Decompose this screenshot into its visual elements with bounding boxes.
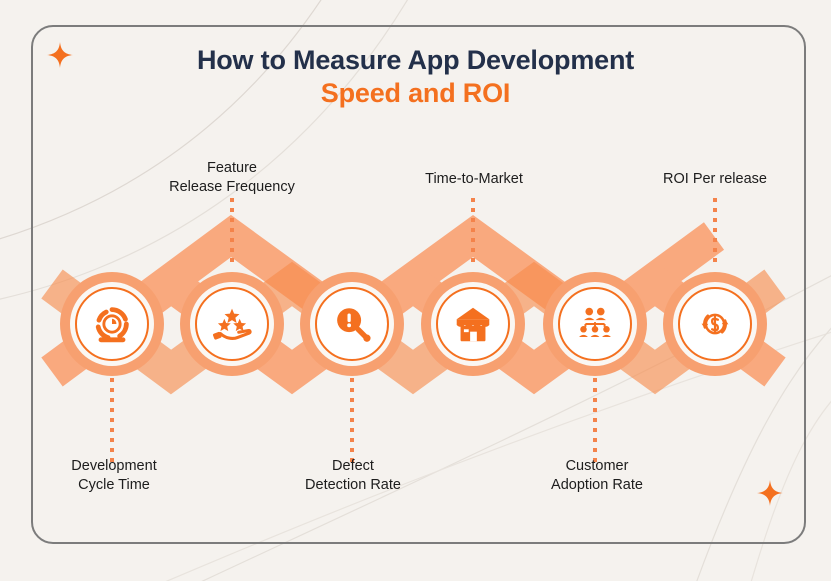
page-title: How to Measure App Development Speed and…	[0, 44, 831, 110]
step-label-defect-detection-rate: Defect Detection Rate	[243, 457, 463, 495]
node-inner-circle	[558, 287, 632, 361]
node-inner-circle	[436, 287, 510, 361]
page-title-line-2: Speed and ROI	[320, 78, 511, 108]
connector-dots-feature-release-frequency	[230, 198, 234, 268]
step-label-line-1: Defect	[332, 458, 374, 474]
hand-holding-stars-icon	[212, 308, 252, 340]
connector-dots-time-to-market	[471, 198, 475, 268]
page-title-line-1: How to Measure App Development	[196, 45, 635, 75]
magnifier-alert-icon	[337, 308, 371, 342]
step-label-line-2: Detection Rate	[305, 477, 401, 493]
step-node-defect-detection-rate[interactable]	[300, 272, 404, 376]
step-label-line-1: Time-to-Market	[425, 171, 523, 187]
cycle-clock-icon	[95, 307, 129, 343]
step-node-feature-release-frequency[interactable]	[180, 272, 284, 376]
connector-dots-customer-adoption-rate	[593, 378, 597, 468]
node-inner-circle	[315, 287, 389, 361]
page-frame-border	[31, 25, 806, 544]
step-label-line-1: Customer	[565, 458, 629, 474]
four-point-sparkle-icon-bottom-right	[757, 480, 783, 506]
step-label-line-1: Feature	[207, 160, 257, 176]
node-inner-circle	[195, 287, 269, 361]
connector-dots-defect-detection-rate	[350, 378, 354, 468]
step-label-customer-adoption-rate: Customer Adoption Rate	[487, 457, 707, 495]
connector-dots-development-cycle-time	[110, 378, 114, 468]
step-label-development-cycle-time: Development Cycle Time	[4, 457, 224, 495]
storefront-icon	[456, 307, 490, 342]
step-label-line-1: Development	[71, 458, 157, 474]
step-node-customer-adoption-rate[interactable]	[543, 272, 647, 376]
four-point-sparkle-icon-top-left	[47, 42, 73, 68]
step-label-roi-per-release: ROI Per release	[605, 170, 825, 189]
step-label-line-2: Cycle Time	[78, 477, 150, 493]
step-node-time-to-market[interactable]	[421, 272, 525, 376]
step-label-line-2: Release Frequency	[169, 179, 295, 195]
step-label-feature-release-frequency: Feature Release Frequency	[122, 159, 342, 197]
step-node-development-cycle-time[interactable]	[60, 272, 164, 376]
dollar-cycle-icon	[701, 313, 729, 335]
node-inner-circle	[678, 287, 752, 361]
connector-dots-roi-per-release	[713, 198, 717, 268]
node-inner-circle	[75, 287, 149, 361]
step-label-line-1: ROI Per release	[663, 171, 767, 187]
people-hierarchy-icon	[579, 307, 611, 337]
step-node-roi-per-release[interactable]	[663, 272, 767, 376]
step-label-time-to-market: Time-to-Market	[364, 170, 584, 189]
step-label-line-2: Adoption Rate	[551, 477, 643, 493]
